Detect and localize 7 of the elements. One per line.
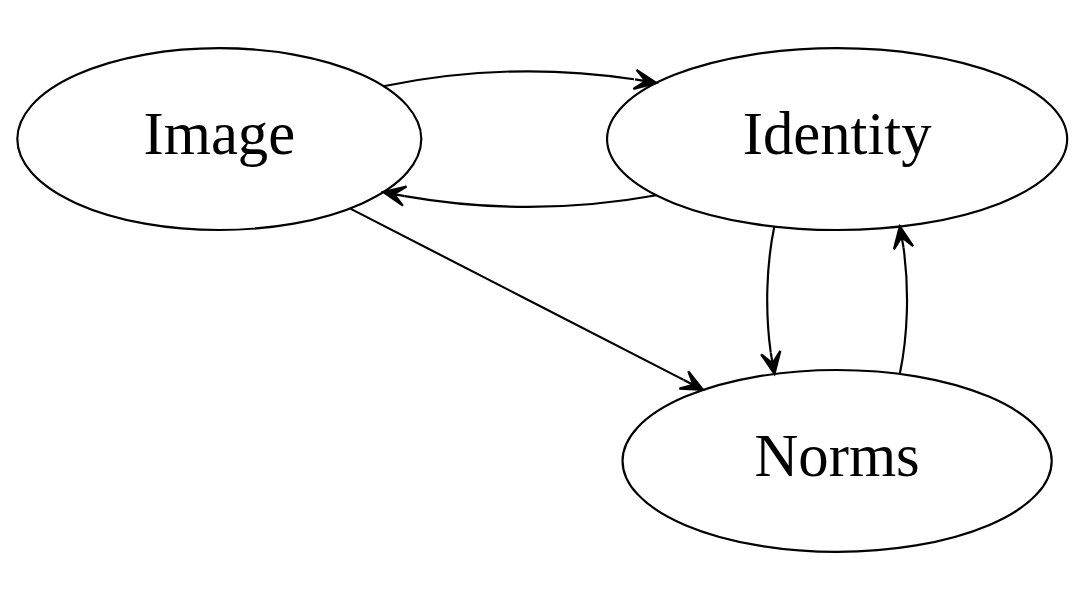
arrow — [349, 207, 705, 391]
arrow — [382, 184, 657, 208]
node-ellipse: Image — [16, 46, 423, 231]
node-ellipse: Identity — [605, 46, 1069, 231]
arrow — [892, 224, 915, 374]
arrow — [760, 225, 782, 375]
arrow — [383, 68, 658, 90]
